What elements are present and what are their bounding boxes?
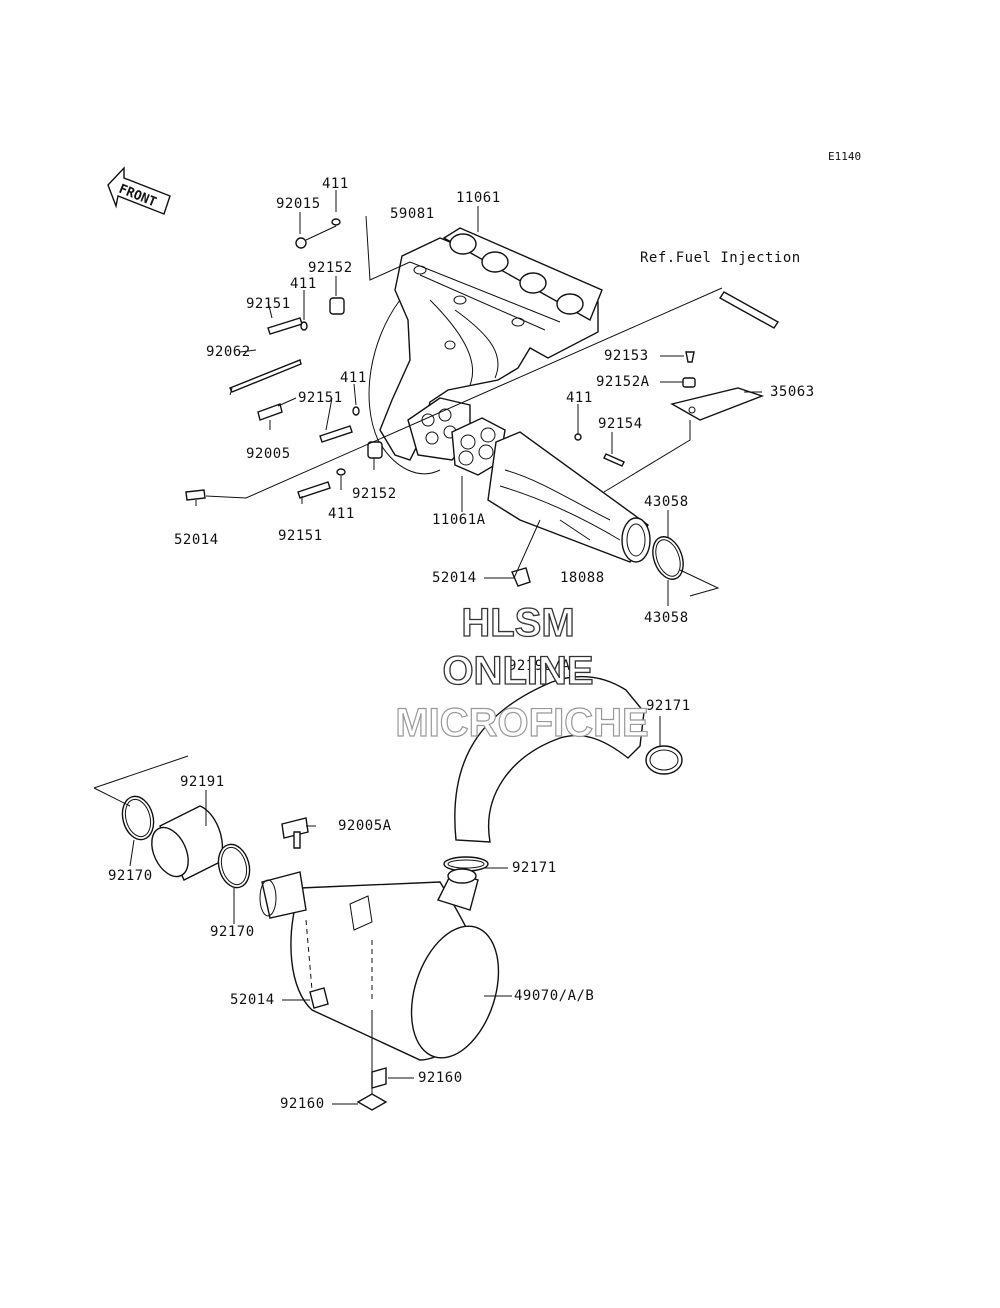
manifold-gasket <box>442 227 603 322</box>
label-411-c: 411 <box>340 370 367 386</box>
label-92170-b: 92170 <box>210 924 255 940</box>
label-92062: 92062 <box>206 344 251 360</box>
label-49070: 49070/A/B <box>514 988 594 1004</box>
label-11061A: 11061A <box>432 512 486 528</box>
label-35063: 35063 <box>770 384 815 400</box>
outlet-gasket <box>451 417 506 476</box>
label-92151-b: 92151 <box>298 390 343 406</box>
sleeve-92191 <box>151 805 224 881</box>
label-43058-a: 43058 <box>644 494 689 510</box>
label-411-d: 411 <box>328 506 355 522</box>
watermark: HLSM ONLINE MICROFICHE <box>395 600 650 745</box>
leader-lines <box>93 190 762 1105</box>
clamp-92170-b <box>217 843 251 889</box>
clamp-92171-a <box>645 745 683 775</box>
label-92171-b: 92171 <box>512 860 557 876</box>
label-ref-fuel-injection: Ref.Fuel Injection <box>640 250 801 266</box>
label-59081: 59081 <box>390 206 435 222</box>
label-92160-a: 92160 <box>418 1070 463 1086</box>
muffler-49070 <box>259 868 500 1061</box>
label-52014-a: 52014 <box>174 532 219 548</box>
label-92005: 92005 <box>246 446 291 462</box>
hose-92192 <box>454 675 645 843</box>
label-92005A: 92005A <box>338 818 392 834</box>
bolts-washers-upper <box>185 218 383 501</box>
label-92154: 92154 <box>598 416 643 432</box>
clamp-43058 <box>652 536 684 580</box>
label-92152-b: 92152 <box>352 486 397 502</box>
label-92153: 92153 <box>604 348 649 364</box>
label-92152-a: 92152 <box>308 260 353 276</box>
exhaust-pipe-18088 <box>487 431 651 563</box>
mount-bracket <box>574 351 765 467</box>
label-92151-a: 92151 <box>246 296 291 312</box>
label-92152A: 92152A <box>596 374 650 390</box>
label-92015: 92015 <box>276 196 321 212</box>
label-92191: 92191 <box>180 774 225 790</box>
watermark-line-3: MICROFICHE <box>395 701 648 745</box>
label-411-a: 411 <box>322 176 349 192</box>
clamp-92170-a <box>121 795 155 841</box>
label-92160-b: 92160 <box>280 1096 325 1112</box>
label-11061: 11061 <box>456 190 501 206</box>
part-labels: 411 92015 59081 11061 92152 411 92151 92… <box>108 176 815 1112</box>
watermark-line-1: HLSM <box>461 601 574 645</box>
fuel-injection-harness <box>718 291 780 329</box>
connector-52014-c <box>309 987 329 1009</box>
connector-92005A <box>281 817 309 849</box>
label-92192A: 92192/A <box>508 658 571 674</box>
label-43058-b: 43058 <box>644 610 689 626</box>
label-411-b: 411 <box>290 276 317 292</box>
label-92151-c: 92151 <box>278 528 323 544</box>
label-92171-a: 92171 <box>646 698 691 714</box>
diagram-code: E1140 <box>828 150 861 163</box>
watermark-line-2: ONLINE <box>442 649 593 693</box>
label-52014-c: 52014 <box>230 992 275 1008</box>
front-arrow-icon: FRONT <box>107 166 171 215</box>
label-411-e: 411 <box>566 390 593 406</box>
label-18088: 18088 <box>560 570 605 586</box>
label-92170-a: 92170 <box>108 868 153 884</box>
label-52014-b: 52014 <box>432 570 477 586</box>
